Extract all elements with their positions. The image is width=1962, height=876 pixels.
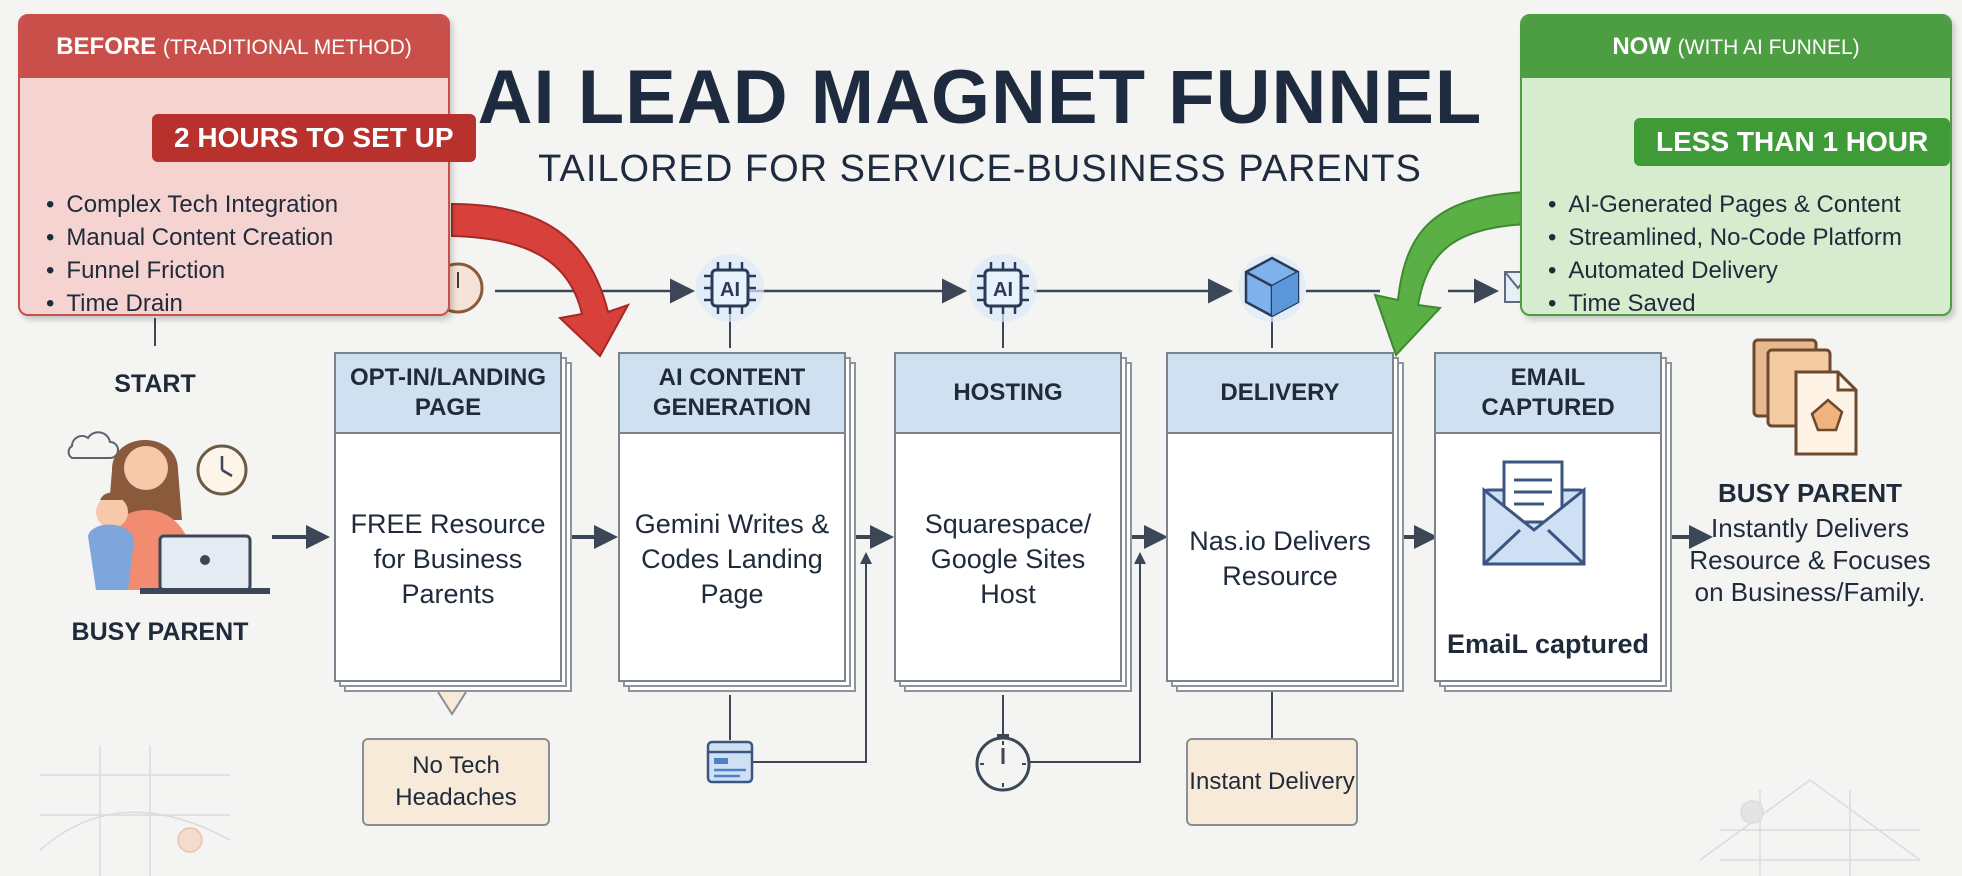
now-panel-header: NOW (WITH AI FUNNEL) bbox=[1522, 16, 1950, 78]
stage-title: HOSTING bbox=[896, 354, 1120, 434]
list-item: Automated Delivery bbox=[1548, 254, 1902, 287]
stage-title: AI CONTENT GENERATION bbox=[620, 354, 844, 434]
documents-icon bbox=[1752, 338, 1858, 456]
now-label: NOW bbox=[1612, 33, 1671, 60]
stage-hosting: HOSTING Squarespace/ Google Sites Host bbox=[894, 352, 1132, 692]
background-grid-right bbox=[1699, 779, 1921, 876]
browser-window-icon bbox=[706, 740, 754, 784]
end-description: Instantly Delivers Resource & Focuses on… bbox=[1689, 513, 1931, 607]
stage-title: OPT-IN/LANDING PAGE bbox=[336, 354, 560, 434]
before-sublabel: (TRADITIONAL METHOD) bbox=[162, 36, 412, 59]
stage-ai-content: AI CONTENT GENERATION Gemini Writes & Co… bbox=[618, 352, 856, 692]
now-time-badge: LESS THAN 1 HOUR bbox=[1634, 118, 1951, 166]
before-panel: BEFORE (TRADITIONAL METHOD) 2 HOURS TO S… bbox=[18, 14, 476, 317]
chip-label: AI bbox=[720, 279, 740, 301]
timer-icon bbox=[975, 734, 1031, 792]
stage-card: HOSTING Squarespace/ Google Sites Host bbox=[894, 352, 1122, 682]
list-item: AI-Generated Pages & Content bbox=[1548, 188, 1902, 221]
before-panel-header: BEFORE (TRADITIONAL METHOD) bbox=[20, 16, 448, 78]
start-label: START bbox=[114, 370, 196, 398]
now-panel: NOW (WITH AI FUNNEL) LESS THAN 1 HOUR AI… bbox=[1520, 14, 1952, 317]
return-loop bbox=[752, 552, 872, 763]
note-instant-delivery: Instant Delivery bbox=[1186, 738, 1358, 826]
before-red-arrow bbox=[451, 202, 631, 358]
stage-description: Nas.io Delivers Resource bbox=[1189, 526, 1371, 591]
list-item: Time Drain bbox=[46, 287, 338, 320]
now-green-arrow bbox=[1373, 190, 1529, 357]
background-grid-left bbox=[39, 745, 231, 876]
stage-card: DELIVERY Nas.io Delivers Resource bbox=[1166, 352, 1394, 682]
note-pointer bbox=[437, 691, 467, 716]
stage-description: EmaiL captured bbox=[1446, 629, 1650, 659]
list-item: Manual Content Creation bbox=[46, 221, 338, 254]
envelope-icon bbox=[1482, 460, 1586, 566]
note-no-tech-headaches: No Tech Headaches bbox=[362, 738, 550, 826]
now-list: AI-Generated Pages & Content Streamlined… bbox=[1548, 188, 1902, 320]
ai-chip-icon: AI bbox=[969, 254, 1037, 322]
busy-parent-illustration bbox=[67, 431, 270, 594]
now-sublabel: (WITH AI FUNNEL) bbox=[1677, 36, 1860, 59]
page-title: AI LEAD MAGNET FUNNEL bbox=[477, 55, 1483, 140]
return-loop bbox=[1030, 552, 1146, 763]
start-person-label: BUSY PARENT bbox=[71, 618, 249, 646]
stage-card: AI CONTENT GENERATION Gemini Writes & Co… bbox=[618, 352, 846, 682]
end-person-label: BUSY PARENT bbox=[1718, 478, 1902, 508]
before-time-badge: 2 HOURS TO SET UP bbox=[152, 114, 476, 162]
list-item: Time Saved bbox=[1548, 287, 1902, 320]
before-label: BEFORE bbox=[56, 33, 157, 60]
list-item: Complex Tech Integration bbox=[46, 188, 338, 221]
stage-card: OPT-IN/LANDING PAGE FREE Resource for Bu… bbox=[334, 352, 562, 682]
stage-description: Gemini Writes & Codes Landing Page bbox=[634, 508, 830, 609]
chip-label: AI bbox=[993, 279, 1013, 301]
before-list: Complex Tech Integration Manual Content … bbox=[46, 188, 338, 320]
list-item: Funnel Friction bbox=[46, 254, 338, 287]
stage-title: DELIVERY bbox=[1168, 354, 1392, 434]
stage-title: EMAIL CAPTURED bbox=[1436, 354, 1660, 434]
stage-description: Squarespace/ Google Sites Host bbox=[924, 508, 1092, 609]
stage-description: FREE Resource for Business Parents bbox=[350, 508, 546, 609]
ai-chip-icon: AI bbox=[696, 254, 764, 322]
page-subtitle: TAILORED FOR SERVICE-BUSINESS PARENTS bbox=[538, 148, 1422, 190]
cube-icon bbox=[1238, 254, 1306, 322]
stage-delivery: DELIVERY Nas.io Delivers Resource bbox=[1166, 352, 1404, 692]
list-item: Streamlined, No-Code Platform bbox=[1548, 221, 1901, 254]
stage-opt-in: OPT-IN/LANDING PAGE FREE Resource for Bu… bbox=[334, 352, 572, 692]
